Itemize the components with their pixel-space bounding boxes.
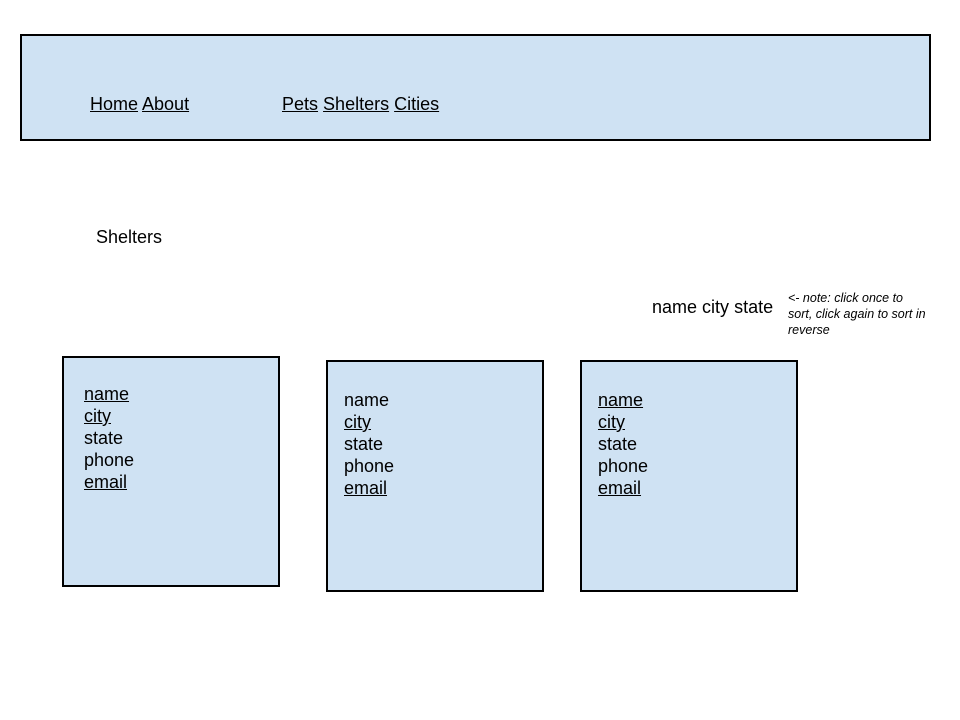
- shelter-card: name city state phone email: [580, 360, 798, 592]
- sort-by-city-button[interactable]: city: [702, 297, 730, 317]
- sort-by-name-button[interactable]: name: [652, 297, 698, 317]
- shelter-email-link[interactable]: email: [598, 478, 642, 498]
- sort-bar: name city state: [652, 296, 773, 318]
- shelter-card-fields: name city state phone email: [344, 389, 394, 499]
- sort-by-state-button[interactable]: state: [734, 297, 774, 317]
- nav-home-link[interactable]: Home: [90, 94, 139, 114]
- shelter-name-link[interactable]: name: [84, 384, 130, 404]
- shelter-city-link[interactable]: city: [598, 412, 625, 432]
- nav-pets-link[interactable]: Pets: [282, 94, 319, 114]
- shelter-name: name: [344, 390, 390, 410]
- shelter-card: name city state phone email: [62, 356, 280, 587]
- nav-cities-link[interactable]: Cities: [394, 94, 440, 114]
- nav-left-group: Home About: [90, 93, 189, 115]
- nav-shelters-link[interactable]: Shelters: [323, 94, 390, 114]
- shelter-email-link[interactable]: email: [84, 472, 128, 492]
- shelter-card-fields: name city state phone email: [84, 383, 134, 493]
- shelter-name-link[interactable]: name: [598, 390, 644, 410]
- nav-about-link[interactable]: About: [142, 94, 190, 114]
- shelter-phone: phone: [344, 456, 395, 476]
- nav-right-group: Pets Shelters Cities: [282, 93, 439, 115]
- shelter-card: name city state phone email: [326, 360, 544, 592]
- page-title: Shelters: [96, 227, 163, 247]
- shelter-state: state: [344, 434, 384, 454]
- header-bar: Home About Pets Shelters Cities: [20, 34, 931, 141]
- shelter-phone: phone: [598, 456, 649, 476]
- shelter-phone: phone: [84, 450, 135, 470]
- sort-note: <- note: click once to sort, click again…: [788, 291, 926, 337]
- shelter-city-link[interactable]: city: [344, 412, 371, 432]
- shelter-state: state: [84, 428, 124, 448]
- shelter-email-link[interactable]: email: [344, 478, 388, 498]
- shelter-city-link[interactable]: city: [84, 406, 111, 426]
- shelter-card-fields: name city state phone email: [598, 389, 648, 499]
- shelter-state: state: [598, 434, 638, 454]
